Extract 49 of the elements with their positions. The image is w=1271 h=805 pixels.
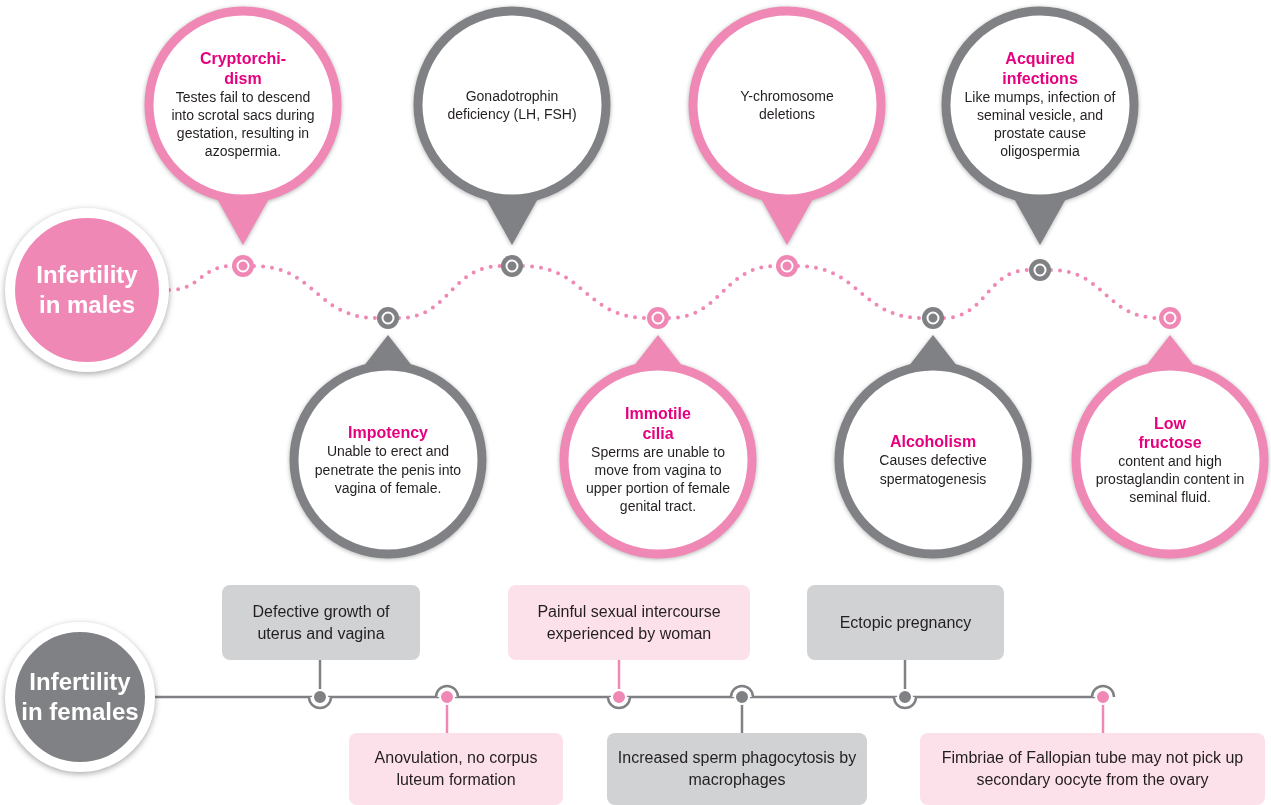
bubble-text: Y-chromosome deletions [739, 86, 835, 124]
cause-text: Fimbriae of Fallopian tube may not pick up secondary oocyte from the ovary [940, 748, 1245, 790]
bubble-text: Unable to erect and penetrate the penis into vagina of female. [313, 442, 463, 497]
cause-box [349, 733, 563, 805]
bubble-heading: Acquired infections [1001, 49, 1079, 88]
connector-line [454, 695, 612, 699]
speech-bubble [143, 5, 343, 245]
bubble-text: Testes fail to descend into scrotal sacs during gestation, resulting in azospermia. [170, 87, 316, 161]
dotted-connector [796, 264, 924, 320]
dotted-connector [252, 264, 379, 320]
cause-box [508, 585, 750, 660]
cause-text: Increased sperm phagocytosis by macrophages [616, 748, 858, 790]
cause-text: Defective growth of uterus and vagina [251, 601, 391, 644]
connector-line [749, 695, 898, 699]
dotted-connector [397, 264, 503, 320]
connector-line [445, 704, 449, 733]
bubble-text: Causes defective spermatogenesis [878, 451, 988, 488]
bubble-heading: Immotile cilia [624, 404, 692, 443]
connector-line [155, 695, 313, 699]
topic-title: Infertility in females [20, 667, 140, 727]
connector-line [617, 660, 621, 690]
bubble-text: content and high prostaglandin content in seminal fluid. [1094, 451, 1246, 507]
speech-bubble [687, 5, 887, 245]
cause-text: Anovulation, no corpus luteum formation [373, 748, 539, 790]
bubble-text: Like mumps, infection of seminal vesicle, and prostate cause oligospermia [963, 87, 1117, 161]
speech-bubble [412, 5, 612, 245]
bubble-heading: Low fructose [1137, 413, 1203, 452]
connector-line [912, 695, 1096, 699]
cause-box [920, 733, 1265, 805]
bubble-heading: Impotency [348, 423, 428, 443]
cause-box [607, 733, 867, 805]
connector-line [318, 660, 322, 690]
connector-line [903, 660, 907, 690]
dotted-connector [521, 264, 649, 320]
bubble-heading: Cryptorchi- dism [198, 49, 288, 88]
connector-line [327, 695, 440, 699]
cause-box [807, 585, 1004, 660]
connector-line [626, 695, 735, 699]
connector-line [740, 704, 744, 733]
bubble-heading: Alcoholism [889, 432, 977, 452]
topic-title: Infertility in males [35, 260, 139, 320]
bubble-text: Gonadotrophin deficiency (LH, FSH) [446, 86, 578, 124]
speech-bubble [940, 5, 1140, 245]
cause-text: Painful sexual intercourse experienced by woman [536, 601, 722, 644]
bubble-text: Sperms are unable to move from vagina to upper portion of female genital tract. [585, 442, 731, 516]
cause-text: Ectopic pregnancy [839, 612, 972, 633]
connector-line [1101, 704, 1105, 733]
dotted-connector [942, 268, 1031, 320]
cause-box [222, 585, 420, 660]
